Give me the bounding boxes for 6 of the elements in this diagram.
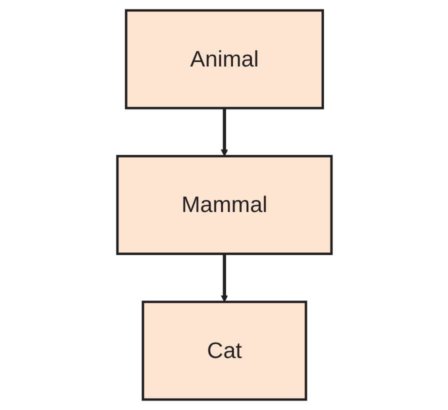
- node-box: [116, 154, 332, 256]
- node-box: [141, 300, 307, 401]
- node-box: [124, 9, 324, 110]
- arrow: [220, 254, 228, 302]
- flowchart: Animal Mammal Cat: [110, 4, 338, 406]
- arrow: [220, 108, 228, 156]
